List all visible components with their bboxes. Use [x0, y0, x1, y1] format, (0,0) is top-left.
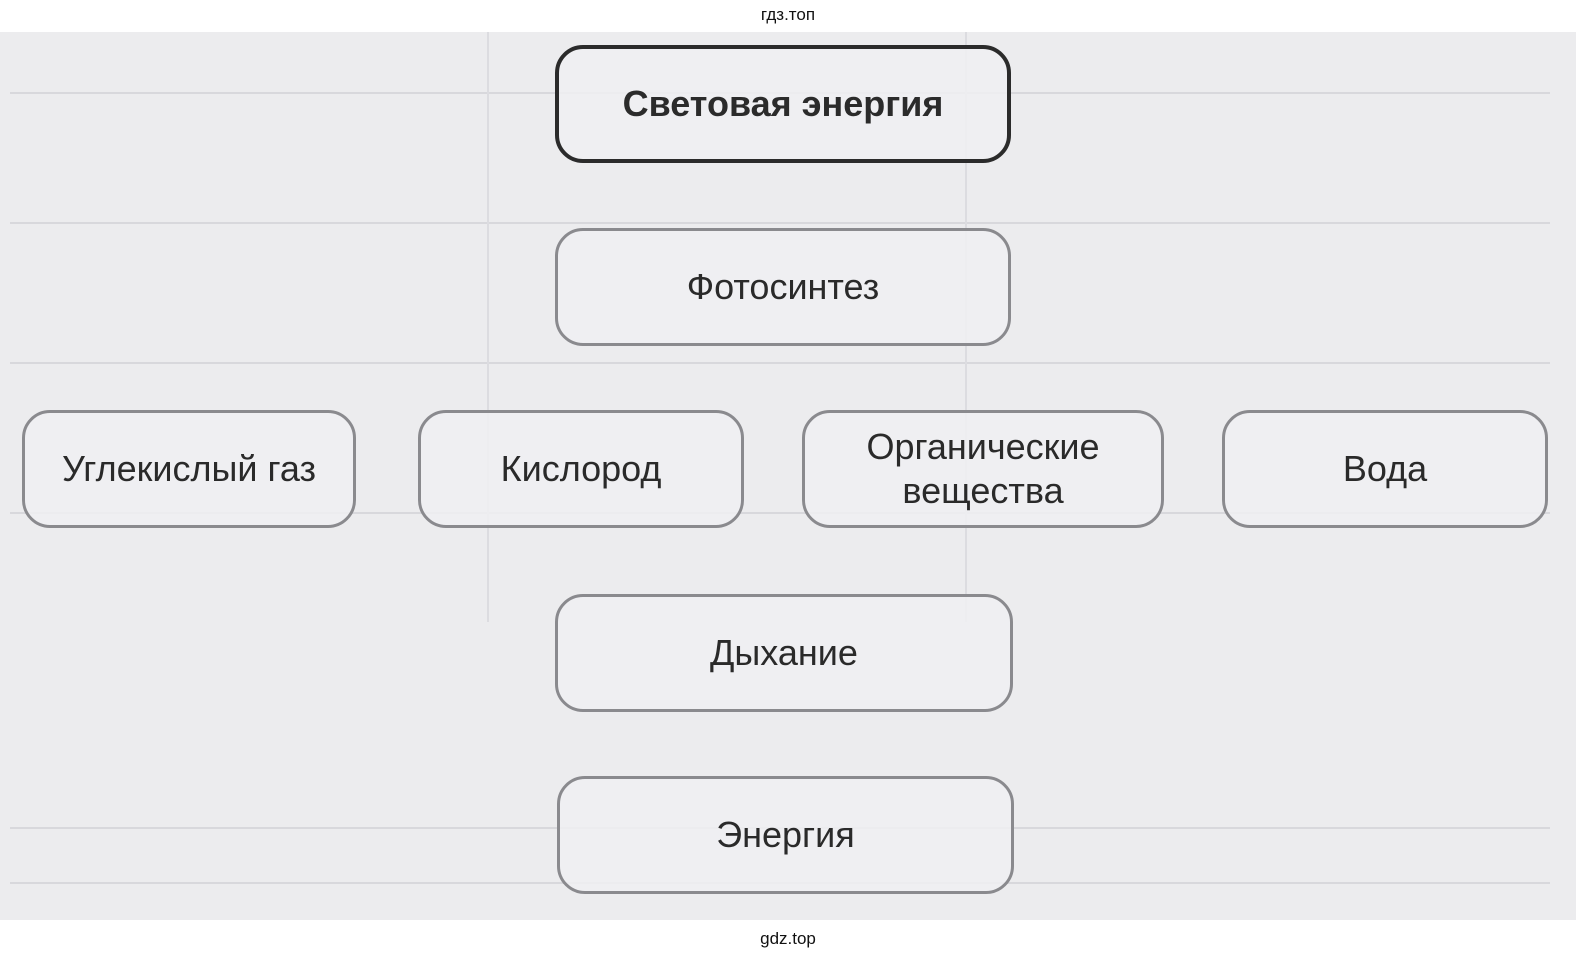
- divider: [487, 32, 489, 622]
- box-energy: Энергия: [557, 776, 1014, 894]
- scanned-page: Световая энергия Фотосинтез Углекислый г…: [0, 32, 1576, 920]
- divider: [10, 222, 1550, 224]
- box-light-energy: Световая энергия: [555, 45, 1011, 163]
- box-photosynthesis: Фотосинтез: [555, 228, 1011, 346]
- box-organic-substances: Органические вещества: [802, 410, 1164, 528]
- divider: [10, 362, 1550, 364]
- divider: [10, 512, 1550, 514]
- box-water: Вода: [1222, 410, 1548, 528]
- box-oxygen: Кислород: [418, 410, 744, 528]
- box-carbon-dioxide: Углекислый газ: [22, 410, 356, 528]
- watermark-top: гдз.топ: [760, 5, 816, 24]
- watermark-bottom: gdz.top: [760, 929, 816, 948]
- box-respiration: Дыхание: [555, 594, 1013, 712]
